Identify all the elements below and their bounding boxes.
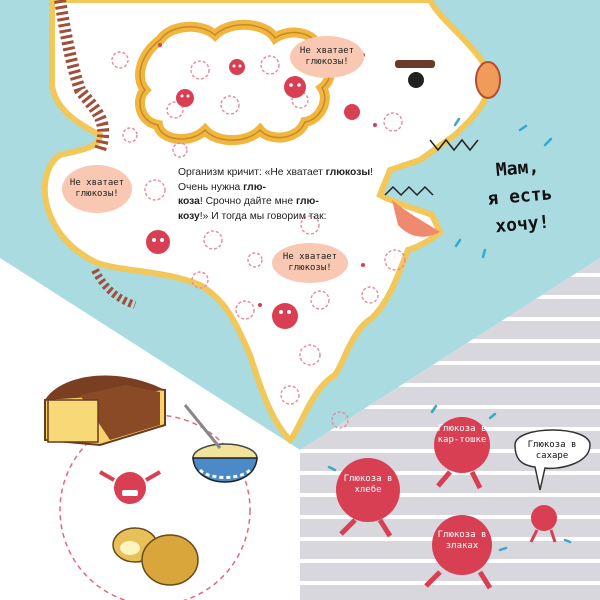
glucose-cells: [146, 59, 360, 329]
narration-bold: глюкозы: [325, 167, 371, 178]
potatoes: [112, 527, 199, 586]
narration-bold: глю- коза: [178, 181, 266, 208]
food-cycle: [59, 414, 251, 600]
narration-part: ! Очень нужна: [178, 167, 373, 193]
runner-label-grain: Глюкоза в злаках: [437, 530, 487, 551]
runner-label-bread: Глюкоза в хлебе: [343, 474, 393, 495]
hungry-shout: Мам, я есть хочу!: [457, 150, 584, 244]
runner-label-potato: Глюкоза в кар-тошке: [437, 424, 487, 445]
runner-grain-cell: [424, 515, 493, 590]
runner-potato-cell: [434, 417, 490, 490]
narration-bold: глю- козу: [178, 196, 319, 222]
runner-sugar-cell: [529, 505, 557, 543]
speech-bubble-text: Не хватает глюкозы!: [282, 252, 338, 273]
speech-bubble-text: Не хватает глюкозы!: [69, 178, 125, 199]
narration-part: Организм кричит: «Не хватает: [178, 167, 326, 178]
bread: [44, 375, 166, 447]
happy-glucose-cell: [99, 470, 161, 504]
narration-part: ! Срочно дайте мне: [199, 196, 296, 207]
empty-spots: [111, 51, 406, 429]
speech-bubble-middle: Не хватает глюкозы!: [272, 243, 348, 283]
porridge-bowl: [183, 404, 258, 483]
sugar-bubble-text: Глюкоза в сахаре: [527, 440, 577, 461]
narration-text: Организм кричит: «Не хватает глюкозы! Оч…: [178, 166, 378, 224]
runner-bread-cell: [336, 458, 400, 538]
narration-part: !» И тогда мы говорим так:: [199, 210, 327, 222]
speech-bubble-left: Не хватает глюкозы!: [62, 165, 132, 213]
speech-bubble-top: Не хватает глюкозы!: [290, 36, 364, 78]
speech-bubble-text: Не хватает глюкозы!: [299, 46, 355, 67]
